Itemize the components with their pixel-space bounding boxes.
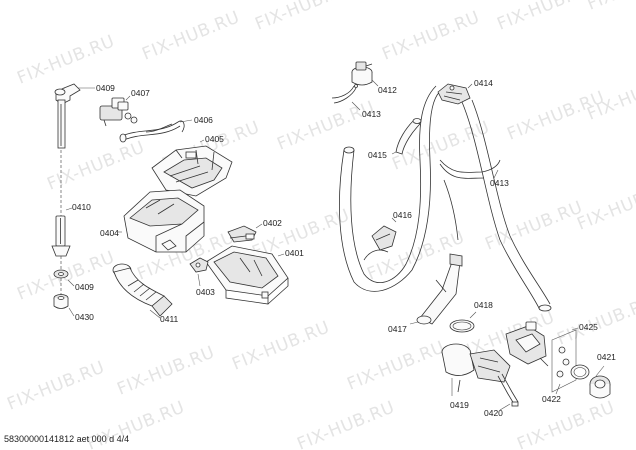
label-0401: 0401 (285, 248, 304, 258)
pump-housing-0419 (441, 343, 511, 393)
detergent-drawer-0401 (205, 245, 289, 305)
label-0407: 0407 (131, 88, 150, 98)
label-0421: 0421 (597, 352, 616, 362)
bellows-hose-0411 (112, 263, 173, 317)
watermark-text: FIX-HUB.RU (379, 7, 482, 64)
nut-0430 (53, 294, 69, 309)
label-0415: 0415 (368, 150, 387, 160)
hose-connector-0410 (51, 215, 71, 257)
filter-cap-0421 (589, 375, 611, 399)
watermark-text: FIX-HUB.RU (584, 0, 636, 15)
label-0404: 0404 (100, 228, 119, 238)
label-0405: 0405 (205, 134, 224, 144)
watermark-text: FIX-HUB.RU (494, 0, 597, 35)
drain-pipe-0417 (416, 253, 463, 325)
watermark-text: FIX-HUB.RU (344, 337, 447, 394)
clip-0403 (189, 257, 209, 273)
label-0402: 0402 (263, 218, 282, 228)
label-0425: 0425 (579, 322, 598, 332)
label-0410: 0410 (72, 202, 91, 212)
cable-0420 (497, 373, 519, 407)
label-0418: 0418 (474, 300, 493, 310)
elbow-fitting-0409 (54, 83, 81, 149)
lever-0402 (227, 225, 257, 243)
clip-0416 (363, 225, 397, 261)
drain-pump (505, 321, 549, 367)
label-0430: 0430 (75, 312, 94, 322)
label-0419: 0419 (450, 400, 469, 410)
inlet-valve-0407 (99, 97, 138, 127)
label-0413b: 0413 (490, 178, 509, 188)
watermark-text: FIX-HUB.RU (4, 357, 107, 414)
o-ring (570, 364, 590, 380)
document-footer: 58300000141812 aet 000 d 4/4 (4, 434, 130, 444)
watermark-text: FIX-HUB.RU (274, 97, 377, 154)
watermark-text: FIX-HUB.RU (514, 397, 617, 450)
drain-hose-large (339, 85, 443, 292)
seal-kit-0425 (551, 329, 577, 393)
label-0413a: 0413 (362, 109, 381, 119)
watermark-text: FIX-HUB.RU (229, 317, 332, 374)
washer-0409 (53, 269, 69, 279)
watermark-text: FIX-HUB.RU (574, 177, 636, 234)
label-0416: 0416 (393, 210, 412, 220)
label-0403: 0403 (196, 287, 215, 297)
watermark-text: FIX-HUB.RU (139, 7, 242, 64)
label-0412: 0412 (378, 85, 397, 95)
wire-harness-0413 (331, 84, 358, 104)
seal-ring-0418 (449, 319, 475, 333)
label-0420: 0420 (484, 408, 503, 418)
dispenser-housing-0404 (123, 189, 205, 253)
label-0417: 0417 (388, 324, 407, 334)
watermark-text: FIX-HUB.RU (14, 31, 117, 88)
watermark-text: FIX-HUB.RU (294, 397, 397, 450)
label-0409b: 0409 (75, 282, 94, 292)
hose-0406 (119, 120, 185, 143)
label-0406: 0406 (194, 115, 213, 125)
label-0409: 0409 (96, 83, 115, 93)
label-0414: 0414 (474, 78, 493, 88)
wire-harness-0413b (439, 159, 501, 241)
label-0411: 0411 (160, 314, 179, 324)
watermark-text: FIX-HUB.RU (114, 342, 217, 399)
drain-hose-right (461, 99, 552, 312)
watermark-text: FIX-HUB.RU (252, 0, 355, 35)
label-0422: 0422 (542, 394, 561, 404)
pressure-sensor-0412 (351, 61, 373, 86)
watermark-text: FIX-HUB.RU (482, 197, 585, 254)
dispenser-cover-0405 (151, 145, 233, 197)
clamp-0414 (437, 83, 471, 105)
